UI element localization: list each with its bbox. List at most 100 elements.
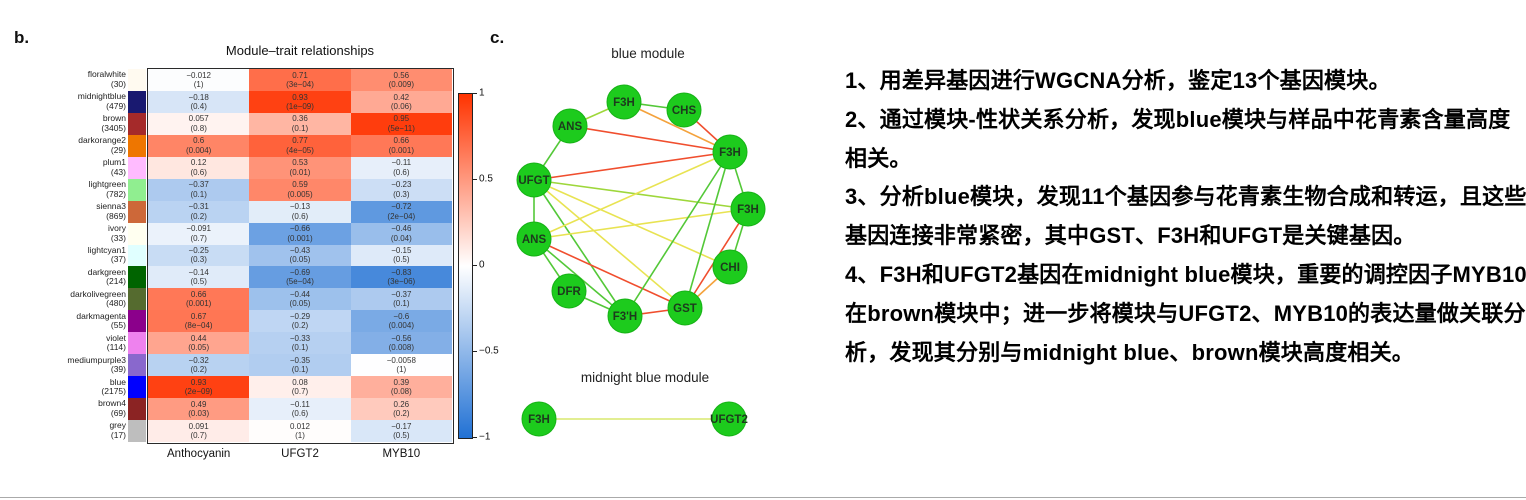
gene-node-circle [711, 401, 747, 437]
network-edge [623, 101, 731, 153]
note-line: 析，发现其分别与midnight blue、brown模块高度相关。 [845, 339, 1414, 365]
heatmap-row-cells: 0.12(0.6)0.53(0.01)−0.11(0.6) [148, 156, 452, 179]
gene-node: UFGT [516, 162, 552, 198]
module-label: brown4(69) [98, 398, 126, 419]
gene-node: CHI [712, 249, 748, 285]
module-label: mediumpurple3(39) [67, 354, 126, 375]
module-label: darkolivegreen(480) [70, 288, 126, 309]
heatmap-cell: −0.11(0.6) [249, 398, 351, 420]
colorbar-tick-label: 0.5 [479, 173, 493, 185]
heatmap-cell: 0.53(0.01) [249, 156, 351, 179]
heatmap-cell: 0.6(0.004) [148, 134, 250, 157]
heatmap-row-cells: 0.49(0.03)−0.11(0.6)0.26(0.2) [148, 398, 452, 420]
module-color-swatch [128, 354, 146, 377]
module-label: violet(114) [106, 332, 126, 353]
heatmap-cell: −0.66(0.001) [249, 222, 351, 245]
module-color-swatch [128, 156, 146, 179]
panel-c-label: c. [490, 28, 505, 47]
heatmap-row-cells: −0.31(0.2)−0.13(0.6)−0.72(2e−04) [148, 200, 452, 223]
gene-node-label: CHS [672, 105, 697, 117]
heatmap-row-cells: 0.67(8e−04)−0.29(0.2)−0.6(0.004) [148, 310, 452, 333]
heatmap-cell: 0.66(0.001) [350, 134, 452, 157]
gene-node: F3'H [607, 298, 643, 334]
blue-module-title: blue module [611, 46, 685, 61]
heatmap-row: blue(2175)0.93(2e−09)0.08(0.7)0.39(0.08) [10, 376, 452, 399]
heatmap-colorbar [458, 93, 473, 439]
module-label: brown(3405) [101, 113, 126, 133]
gene-node-label: F3H [719, 147, 741, 159]
module-label: blue(2175) [101, 376, 126, 397]
module-label: lightgreen(782) [88, 179, 126, 199]
module-color-swatch [128, 134, 146, 157]
gene-node-label: ANS [522, 234, 547, 246]
heatmap-row: grey(17)0.091(0.7)0.012(1)−0.17(0.5) [10, 420, 452, 442]
heatmap-cell: −0.33(0.1) [249, 332, 351, 355]
gene-node: ANS [552, 108, 588, 144]
heatmap-row: lightgreen(782)−0.37(0.1)0.59(0.005)−0.2… [10, 178, 452, 201]
heatmap-cell: −0.44(0.05) [249, 288, 351, 311]
gene-node-circle [712, 249, 748, 285]
heatmap-cell: 0.77(4e−05) [249, 134, 351, 157]
colorbar-tick-mark [473, 351, 477, 352]
network-edge [569, 125, 731, 153]
heatmap-row: plum1(43) 0.12(0.6)0.53(0.01)−0.11(0.6) [10, 156, 452, 179]
heatmap-cell: −0.18(0.4) [148, 90, 250, 113]
heatmap-row-cells: 0.6(0.004)0.77(4e−05)0.66(0.001) [148, 134, 452, 157]
module-label: plum1(43) [102, 157, 126, 177]
heatmap-row-cells: 0.057(0.8)0.36(0.1)0.95(5e−11) [148, 112, 452, 135]
heatmap-cell: −0.6(0.004) [350, 310, 452, 333]
heatmap-cell: −0.23(0.3) [350, 178, 452, 201]
heatmap-row: darkorange2(29)0.6(0.004)0.77(4e−05)0.66… [10, 134, 452, 157]
heatmap-cell: 0.39(0.08) [350, 376, 452, 399]
gene-node-label: F3'H [613, 311, 637, 323]
note-line: 基因连接非常紧密，其中GST、F3H和UFGT是关键基因。 [845, 223, 1416, 249]
module-label: midnightblue(479) [77, 91, 126, 111]
heatmap-cell: −0.15(0.5) [350, 244, 452, 267]
heatmap-row-cells: −0.14(0.5)−0.69(5e−04)−0.83(3e−06) [148, 266, 452, 289]
colorbar-tick-mark [473, 265, 477, 266]
gene-node-circle [666, 92, 702, 128]
heatmap-row: brown(3405) 0.057(0.8)0.36(0.1)0.95(5e−11… [10, 112, 452, 135]
heatmap-cell: 0.36(0.1) [249, 112, 351, 135]
heatmap-row-cells: −0.32(0.2)−0.35(0.1)−0.0058(1) [148, 354, 452, 377]
gene-node: CHS [666, 92, 702, 128]
heatmap-cell: 0.42(0.06) [350, 90, 452, 113]
gene-node-circle [551, 273, 587, 309]
heatmap-cell: −0.31(0.2) [148, 200, 250, 223]
heatmap-cell: 0.49(0.03) [148, 398, 250, 420]
module-trait-heatmap: floralwhite(30)−0.012(1)0.71(3e−04)0.56(… [10, 69, 452, 442]
network-edge [684, 151, 731, 309]
heatmap-row: floralwhite(30)−0.012(1)0.71(3e−04)0.56(… [10, 69, 452, 91]
heatmap-cell: 0.93(1e−09) [249, 90, 351, 113]
network-edge [533, 151, 731, 181]
gene-node: F3H [606, 84, 642, 120]
heatmap-cell: 0.091(0.7) [148, 420, 250, 442]
module-color-swatch [128, 310, 146, 333]
heatmap-row-cells: −0.091(0.7)−0.66(0.001)−0.46(0.04) [148, 222, 452, 245]
heatmap-cell: −0.11(0.6) [350, 156, 452, 179]
heatmap-column-labels: Anthocyanin UFGT2 MYB10 [148, 448, 452, 460]
heatmap-cell: 0.12(0.6) [148, 156, 250, 179]
heatmap-row: mediumpurple3(39) −0.32(0.2)−0.35(0.1)−0.… [10, 354, 452, 377]
module-color-swatch [128, 200, 146, 223]
heatmap-cell: −0.13(0.6) [249, 200, 351, 223]
network-edge [533, 179, 749, 210]
gene-node-circle [712, 134, 748, 170]
heatmap-cell: −0.37(0.1) [350, 288, 452, 311]
gene-node-circle [521, 401, 557, 437]
heatmap-row-cells: 0.44(0.05)−0.33(0.1)−0.56(0.008) [148, 332, 452, 355]
gene-node: F3H [521, 401, 557, 437]
gene-node: F3H [730, 191, 766, 227]
network-edge [533, 179, 686, 309]
module-label: grey(17) [109, 420, 126, 440]
heatmap-cell: 0.26(0.2) [350, 398, 452, 420]
network-edge [533, 179, 731, 268]
heatmap-row-cells: −0.25(0.3)−0.43(0.05)−0.15(0.5) [148, 244, 452, 267]
heatmap-cell: −0.83(3e−06) [350, 266, 452, 289]
midnight-blue-module-title: midnight blue module [580, 370, 710, 385]
heatmap-title: Module–trait relationships [225, 43, 375, 58]
note-line: 4、F3H和UFGT2基因在midnight blue模块，重要的调控因子MYB… [845, 261, 1526, 287]
module-color-swatch [128, 266, 146, 289]
network-edge [533, 151, 731, 240]
